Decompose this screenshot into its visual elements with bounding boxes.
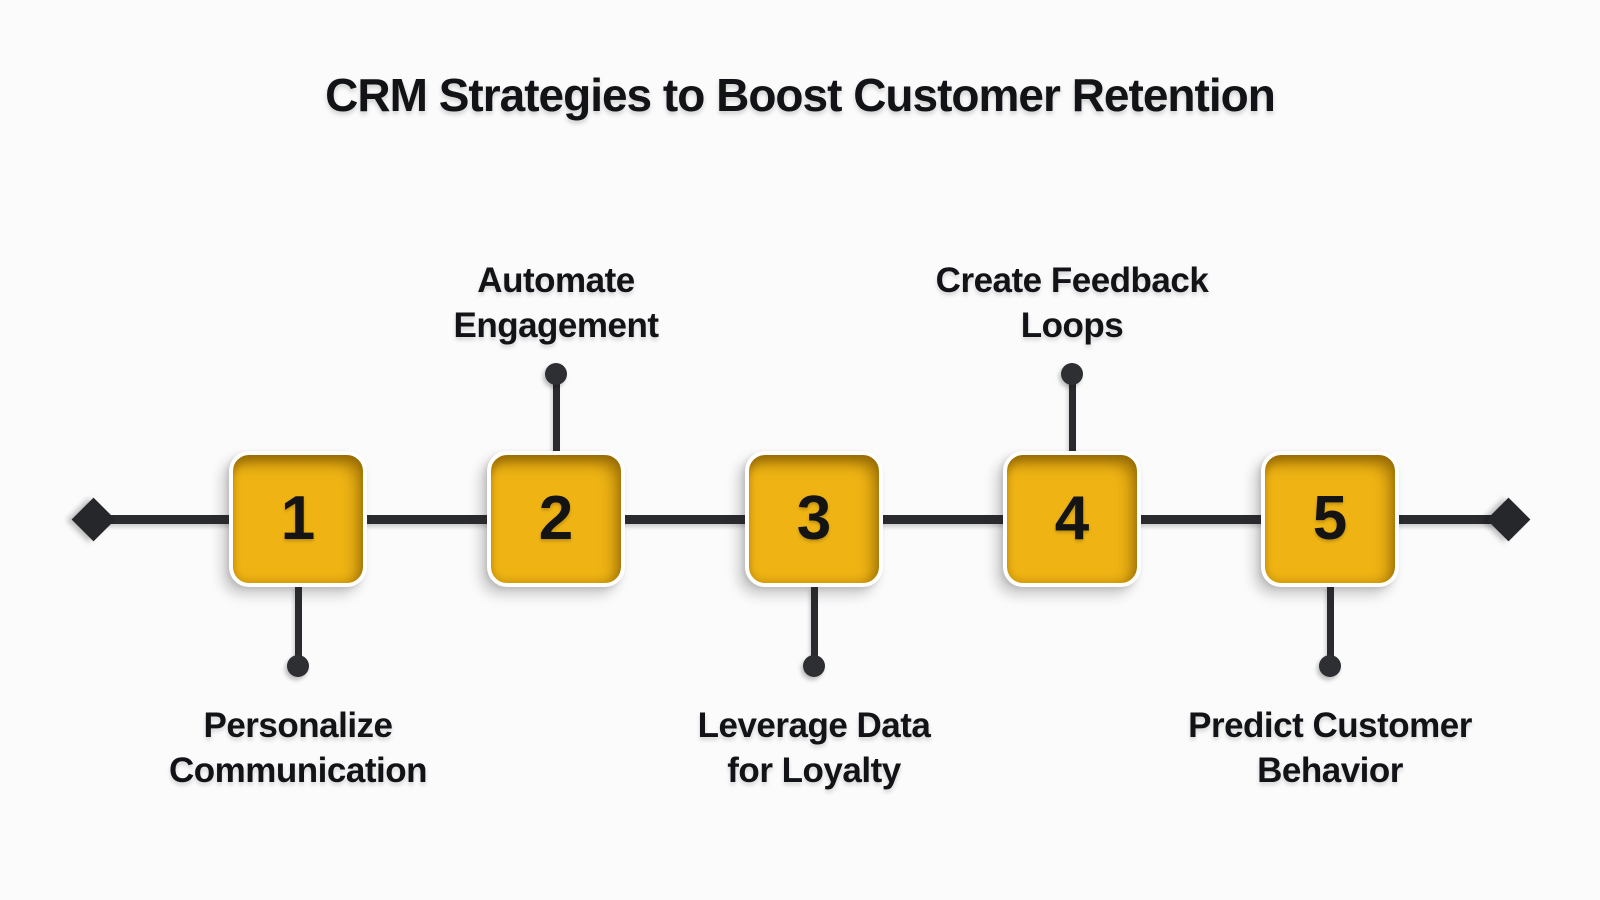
step-5-label: Predict Customer Behavior: [1100, 703, 1560, 793]
step-1-label-line1: Personalize: [203, 706, 393, 745]
page-title: CRM Strategies to Boost Customer Retenti…: [325, 69, 1276, 121]
step-2-label-line1: Automate: [477, 261, 635, 300]
step-5-label-line2: Behavior: [1257, 751, 1403, 790]
step-1-number: 1: [280, 484, 316, 553]
step-1-label: Personalize Communication: [68, 703, 528, 793]
step-3-label: Leverage Data for Loyalty: [584, 703, 1044, 793]
step-2-box: 2: [487, 451, 625, 587]
step-5-number: 5: [1312, 484, 1348, 553]
step-1-connector: [294, 587, 302, 666]
step-2-number: 2: [538, 484, 574, 553]
step-5-box: 5: [1261, 451, 1399, 587]
step-1-label-line2: Communication: [169, 751, 427, 790]
step-4-number: 4: [1054, 484, 1090, 553]
step-1-box: 1: [229, 451, 367, 587]
step-4-connector: [1068, 374, 1076, 451]
step-2-dot: [545, 363, 567, 385]
step-3-connector: [810, 587, 818, 666]
step-4-label-line1: Create Feedback: [935, 261, 1209, 300]
step-2-label: Automate Engagement: [326, 258, 786, 348]
step-3-dot: [803, 655, 825, 677]
step-2-connector: [552, 374, 560, 451]
step-5-label-line1: Predict Customer: [1188, 706, 1472, 745]
step-5-connector: [1326, 587, 1334, 666]
step-4-dot: [1061, 363, 1083, 385]
step-4-label-line2: Loops: [1020, 306, 1124, 345]
step-4-label: Create Feedback Loops: [842, 258, 1302, 348]
step-3-label-line1: Leverage Data: [697, 706, 931, 745]
timeline-end-diamond-icon: [1486, 497, 1531, 542]
timeline-start-diamond-icon: [71, 497, 116, 542]
step-3-number: 3: [796, 484, 832, 553]
step-2-label-line2: Engagement: [453, 306, 659, 345]
step-3-box: 3: [745, 451, 883, 587]
step-3-label-line2: for Loyalty: [727, 751, 901, 790]
step-5-dot: [1319, 655, 1341, 677]
step-4-box: 4: [1003, 451, 1141, 587]
step-1-dot: [287, 655, 309, 677]
